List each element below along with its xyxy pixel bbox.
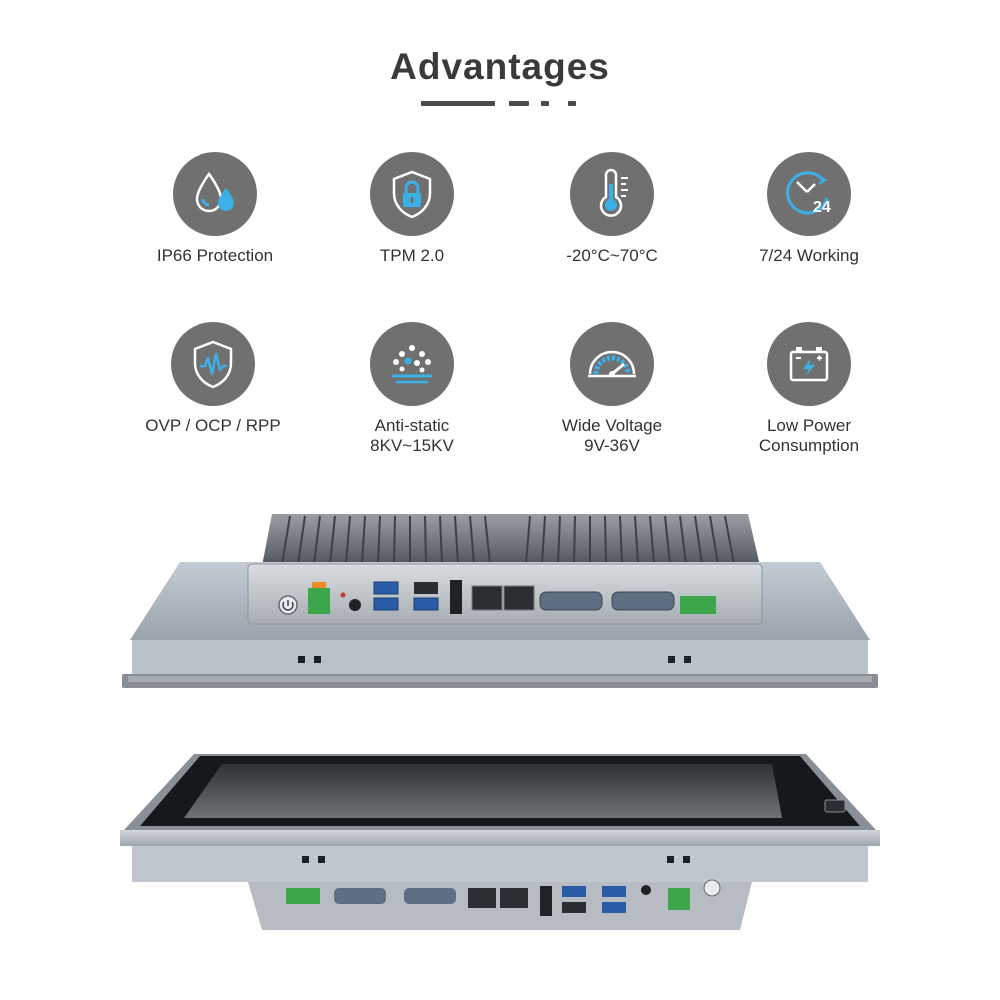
feature-ip66: IP66 Protection [115, 152, 315, 266]
feature-tpm: TPM 2.0 [312, 152, 512, 266]
feature-label: Low Power Consumption [758, 416, 860, 455]
title-underline-mid [509, 101, 529, 106]
title-underline-long [421, 101, 495, 106]
gauge-icon [570, 322, 654, 406]
water-drops-icon [173, 152, 257, 236]
shield-lock-icon [370, 152, 454, 236]
feature-label: 7/24 Working [759, 246, 859, 265]
svg-text:24: 24 [813, 199, 831, 216]
feature-antistatic: Anti-static 8KV~15KV [312, 322, 512, 456]
title-underline-short-2 [568, 101, 576, 106]
feature-label: Wide Voltage 9V-36V [561, 416, 663, 455]
battery-bolt-icon [767, 322, 851, 406]
clock-24-icon: 24 [767, 152, 851, 236]
feature-low-power: Low Power Consumption [709, 322, 909, 456]
feature-label: Anti-static 8KV~15KV [370, 416, 454, 455]
page-title: Advantages [390, 46, 610, 87]
antistatic-dots-icon [370, 322, 454, 406]
feature-voltage: Wide Voltage 9V-36V [512, 322, 712, 456]
thermometer-icon [570, 152, 654, 236]
feature-label: -20°C~70°C [566, 246, 658, 265]
feature-label: IP66 Protection [156, 246, 274, 265]
feature-working: 24 7/24 Working [709, 152, 909, 266]
shield-wave-icon [171, 322, 255, 406]
feature-label: OVP / OCP / RPP [145, 416, 281, 435]
feature-temperature: -20°C~70°C [512, 152, 712, 266]
panel-pc-front-view [120, 754, 880, 930]
feature-protection: OVP / OCP / RPP [113, 322, 313, 436]
title-underline-short-1 [541, 101, 549, 106]
panel-pc-rear-view [122, 514, 878, 688]
feature-label: TPM 2.0 [379, 246, 445, 265]
